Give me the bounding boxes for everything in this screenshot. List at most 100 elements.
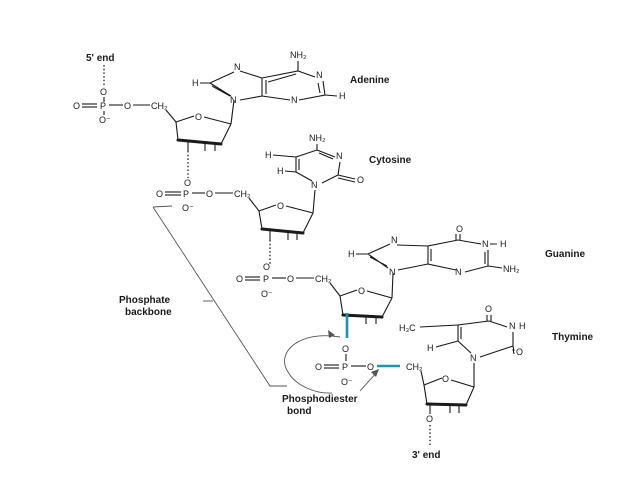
sugar-2-ring-o-left [258, 204, 277, 212]
thymine-h6: H [427, 343, 434, 353]
sugar-2-ring-o-right [285, 205, 314, 214]
base-guanine-ring: O N N H H N N NH₂ [348, 224, 520, 277]
adenine-n9: N [230, 95, 237, 105]
adenine-n3: N [291, 95, 298, 105]
sugar-4-ring-o-left [423, 377, 443, 386]
guanine-o6: O [456, 224, 463, 234]
cytosine-n3: N [336, 151, 343, 161]
phosphate-2-o-left: O [156, 189, 163, 199]
sugar-3-ring-o: O [358, 286, 365, 296]
sugar-3-ring-o-right [366, 290, 393, 299]
nucleotide-guanine: O O P O O⁻ CH₂ O O N N H [236, 224, 585, 338]
deoxyribose-2: O [258, 189, 316, 240]
sugar-4-ring-o-right [450, 379, 475, 388]
phosphate-4-p: P [342, 362, 348, 372]
ch2-2: CH₂ [234, 189, 251, 199]
cytosine-h6: H [277, 166, 284, 176]
phosphate-backbone-label: Phosphate backbone [119, 295, 172, 318]
cytosine-o2: O [357, 175, 364, 185]
phosphate-2-o-top: O [184, 178, 191, 188]
phosphate-group-3: O O P O O⁻ [236, 262, 294, 299]
sugar-4-left-edge [423, 384, 428, 405]
ch2-bond-3 [329, 282, 341, 297]
phosphate-4-o-minus: O⁻ [341, 377, 353, 387]
thymine-o2: O [516, 347, 523, 357]
phosphodiester-arrowhead-top [328, 330, 335, 338]
thymine-n1: N [470, 353, 477, 363]
adenine-h8: H [192, 78, 199, 88]
sugar-3-left-edge [339, 295, 344, 316]
sugar-3-ring-o-left [339, 289, 358, 297]
ch2-3: CH₂ [315, 274, 332, 284]
cytosine-h5: H [265, 150, 272, 160]
cytosine-n1: N [311, 180, 318, 190]
base-cytosine-ring: NH₂ H N H N O [265, 133, 364, 190]
thymine-o4: O [485, 304, 492, 314]
sugar-2-right-edge [302, 212, 314, 234]
guanine-n9: N [389, 267, 396, 277]
adenine-h2: H [339, 91, 346, 101]
phosphate-1-o-right: O [124, 101, 131, 111]
phosphate-group-1: O O P O O⁻ [73, 87, 131, 125]
sugar-2-ring-o: O [277, 201, 284, 211]
sugar-3-right-edge [381, 297, 393, 318]
sugar-4-ring-o: O [442, 374, 449, 384]
phosphate-3-o-right: O [287, 274, 294, 284]
phosphate-1-o-minus: O⁻ [99, 115, 111, 125]
sugar-1-front-edge [176, 138, 223, 146]
sugar-1-ring-o: O [195, 112, 202, 122]
nucleotide-thymine: O O P O O⁻ CH₂ O O O H₃C [315, 304, 594, 424]
phosphate-2-o-right: O [206, 189, 213, 199]
phosphate-group-2: O O P O O⁻ [156, 178, 213, 213]
phosphate-1-o-left: O [73, 101, 80, 111]
guanine-n7: N [391, 235, 398, 245]
thymine-n3: N [509, 321, 516, 331]
phosphate-4-o-right: O [367, 362, 374, 372]
phosphate-3-o-top: O [263, 262, 270, 272]
backbone-bracket [152, 205, 287, 387]
base-label-adenine: Adenine [350, 75, 390, 86]
phosphate-3-o-left: O [236, 274, 243, 284]
five-prime-label: 5' end [86, 53, 115, 64]
guanine-h1: H [500, 239, 507, 249]
thymine-bonds [419, 315, 515, 358]
nucleotide-cytosine: O O P O O⁻ CH₂ O NH₂ H N H [156, 133, 412, 240]
glycosidic-bond-2 [312, 189, 316, 214]
base-thymine-ring: O H₃C N H H N O [399, 304, 526, 363]
guanine-n1: N [482, 239, 489, 249]
cytosine-nh2: NH₂ [309, 133, 326, 143]
base-label-thymine: Thymine [552, 332, 594, 343]
phosphodiester-callout-curve [284, 335, 341, 394]
phosphate-4-o-left: O [315, 362, 322, 372]
backbone-label-line-1: Phosphate [119, 295, 171, 306]
sugar-4-3prime-o: O [426, 414, 433, 424]
sugar-1-ring-o-right [203, 116, 232, 125]
phosphodiester-arrowhead [371, 369, 379, 377]
base-label-cytosine: Cytosine [369, 155, 412, 166]
glycosidic-bond-1 [230, 99, 235, 125]
ch2-4: CH₂ [406, 362, 423, 372]
phosphate-3-o-minus: O⁻ [261, 289, 273, 299]
phosphate-3-p: P [263, 274, 269, 284]
phosphate-4-o-top: O [342, 344, 349, 354]
phosphate-1-o-top: O [100, 87, 107, 97]
base-adenine-ring: NH₂ N H N N N H [192, 50, 346, 105]
three-prime-label: 3' end [412, 450, 441, 461]
deoxyribose-1: O [175, 99, 235, 151]
sugar-2-left-edge [258, 210, 263, 230]
adenine-n1: N [316, 70, 323, 80]
glycosidic-bond-3 [391, 272, 394, 299]
phosphate-2-o-minus: O⁻ [182, 203, 194, 213]
guanine-bonds [356, 234, 503, 273]
sugar-1-left-edge [175, 121, 179, 141]
phosphodiester-label-line-1: Phosphodiester [282, 394, 358, 405]
phosphodiester-label-line-2: bond [287, 406, 311, 417]
sugar-1-right-edge [220, 123, 232, 145]
ch2-bond-4 [420, 370, 425, 386]
ch2-1: CH₂ [151, 101, 168, 111]
deoxyribose-3: O [339, 272, 394, 338]
phosphate-2-p: P [183, 189, 189, 199]
ch2-bond-2 [248, 197, 260, 212]
